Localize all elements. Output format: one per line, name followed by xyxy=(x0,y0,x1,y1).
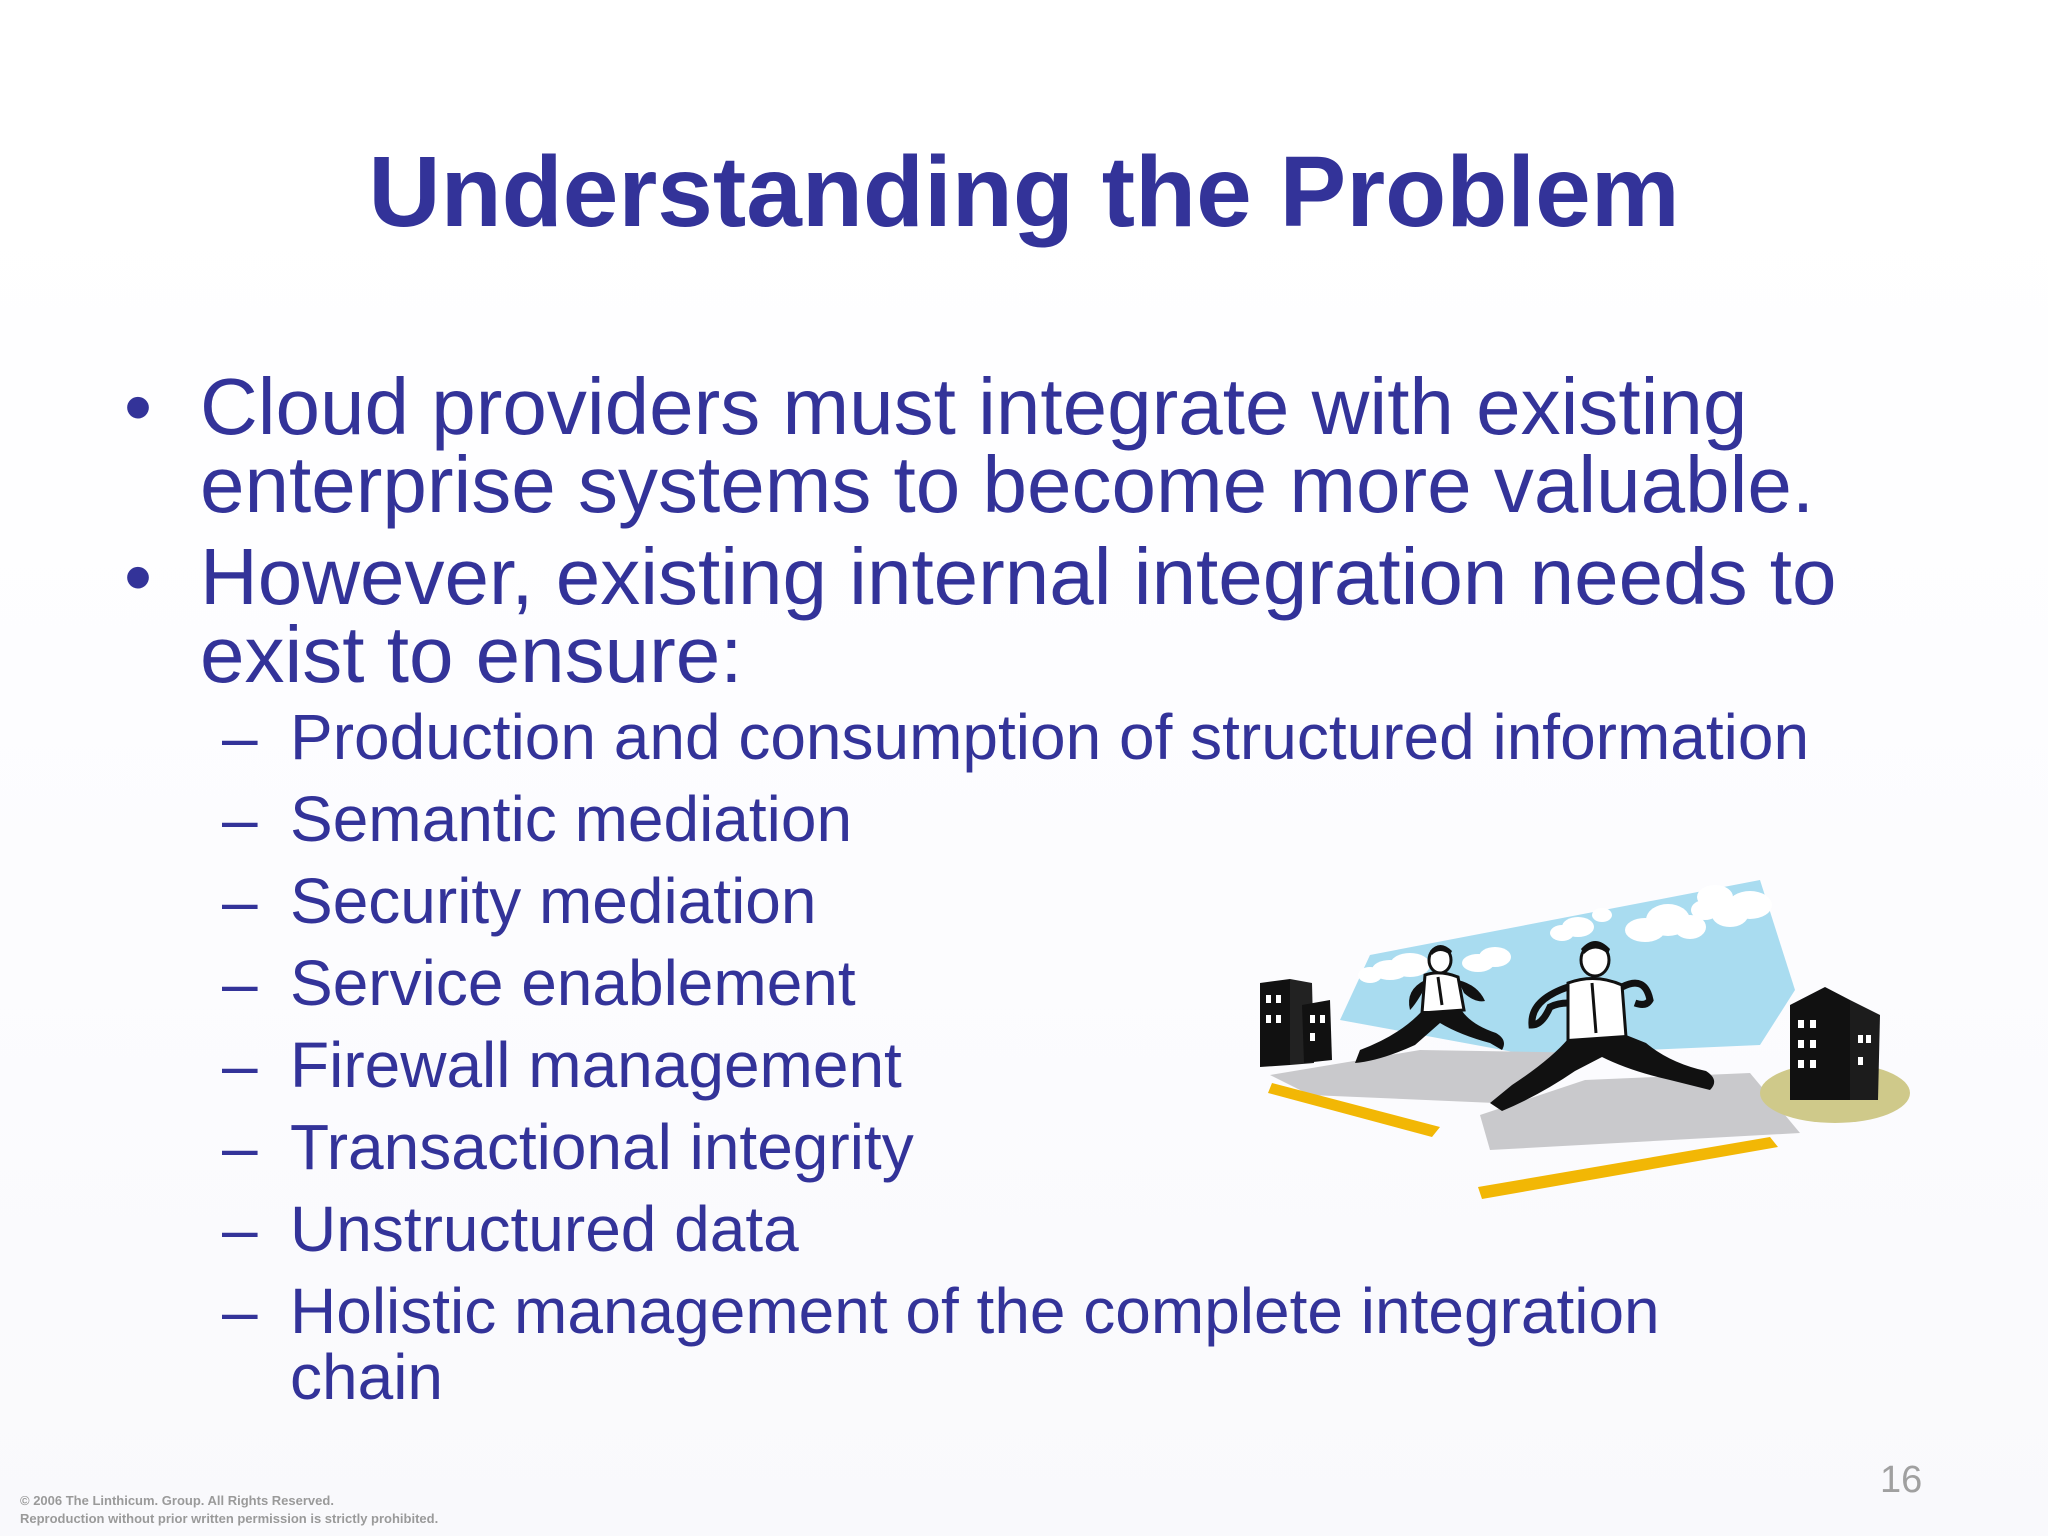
sub-bullet-line: Holistic management of the complete inte… xyxy=(290,1275,1660,1347)
bullet-text: Cloud providers must integrate with exis… xyxy=(200,362,2000,529)
copyright-line: Reproduction without prior written permi… xyxy=(20,1511,439,1526)
sub-bullet-text: Transactional integrity xyxy=(290,1111,914,1183)
running-businessman-icon xyxy=(1490,941,1715,1111)
bullet-2: • However, existing internal integration… xyxy=(124,532,1944,695)
office-building-icon xyxy=(1260,979,1332,1067)
bullet-line: Cloud providers must integrate with exis… xyxy=(200,362,1748,451)
sub-bullet-text: Production and consumption of structured… xyxy=(290,701,1810,773)
sub-bullet-dash: – xyxy=(222,1193,258,1265)
yellow-stripe xyxy=(1478,1137,1778,1199)
running-businessmen-clipart xyxy=(1260,880,1910,1199)
sub-bullet-dash: – xyxy=(222,783,258,855)
bullet-text: However, existing internal integration n… xyxy=(200,532,2000,699)
sub-bullet-text: Holistic management of the complete inte… xyxy=(290,1278,1660,1410)
sub-bullet-dash: – xyxy=(222,865,258,937)
sub-bullet-dash: – xyxy=(222,1111,258,1183)
sub-bullet-text: Security mediation xyxy=(290,865,817,937)
bullet-line: exist to ensure: xyxy=(200,610,743,699)
page-number: 16 xyxy=(1880,1459,1923,1501)
slide-title: Understanding the Problem xyxy=(368,136,1680,248)
sub-bullet-dash: – xyxy=(222,1029,258,1101)
yellow-stripe xyxy=(1268,1083,1440,1137)
copyright-line: © 2006 The Linthicum. Group. All Rights … xyxy=(20,1493,334,1508)
bullet-line: enterprise systems to become more valuab… xyxy=(200,440,1815,529)
sub-bullet-text: Firewall management xyxy=(290,1029,902,1101)
sub-bullet-line: chain xyxy=(290,1341,443,1413)
sub-bullet-text: Semantic mediation xyxy=(290,783,853,855)
bullet-1: • Cloud providers must integrate with ex… xyxy=(124,362,1944,525)
sub-bullet-dash: – xyxy=(222,1275,258,1347)
office-building-icon xyxy=(1790,987,1880,1100)
cloud-icon xyxy=(1358,885,1772,983)
bullet-dot: • xyxy=(124,532,153,621)
running-businessman-icon xyxy=(1355,945,1504,1063)
ground-shape xyxy=(1480,1073,1800,1150)
sub-bullet-text: Unstructured data xyxy=(290,1193,799,1265)
sub-bullet-text: Service enablement xyxy=(290,947,856,1019)
bullet-dot: • xyxy=(124,362,153,451)
copyright-notice: © 2006 The Linthicum. Group. All Rights … xyxy=(20,1492,438,1528)
sub-bullet-dash: – xyxy=(222,947,258,1019)
bullet-line: However, existing internal integration n… xyxy=(200,532,1837,621)
sub-bullet-dash: – xyxy=(222,701,258,773)
